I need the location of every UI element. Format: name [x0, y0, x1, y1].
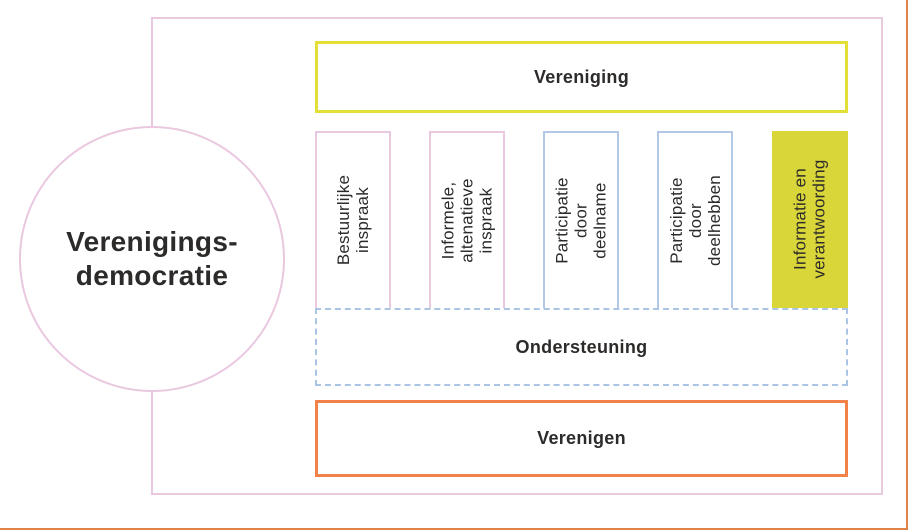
ondersteuning-band: Ondersteuning [315, 308, 848, 386]
verenigen-band: Verenigen [315, 400, 848, 477]
column-participatie-door-deelhebben-label: Participatie door deelhebben [666, 175, 724, 266]
circle-title: Verenigings- democratie [66, 226, 238, 291]
column-informele-altenatieve-inspraak: Informele, altenatieve inspraak [429, 131, 505, 308]
ondersteuning-band-label: Ondersteuning [515, 336, 648, 357]
column-informatie-en-verantwoording-label: Informatie en verantwoording [790, 159, 830, 280]
column-participatie-door-deelname-label: Participatie door deelname [552, 177, 610, 264]
verenigen-band-label: Verenigen [537, 428, 626, 448]
column-informatie-en-verantwoording: Informatie en verantwoording [772, 131, 848, 308]
vereniging-band: Vereniging [315, 41, 848, 113]
column-participatie-door-deelname: Participatie door deelname [543, 131, 619, 308]
column-bestuurlijke-inspraak: Bestuurlijke inspraak [315, 131, 391, 308]
vereniging-band-label: Vereniging [533, 66, 630, 87]
column-informele-altenatieve-inspraak-label: Informele, altenatieve inspraak [438, 178, 496, 263]
column-bestuurlijke-inspraak-label: Bestuurlijke inspraak [333, 175, 372, 266]
column-participatie-door-deelhebben: Participatie door deelhebben [657, 131, 733, 308]
verenigingsdemocratie-circle: Verenigings- democratie [19, 126, 285, 392]
